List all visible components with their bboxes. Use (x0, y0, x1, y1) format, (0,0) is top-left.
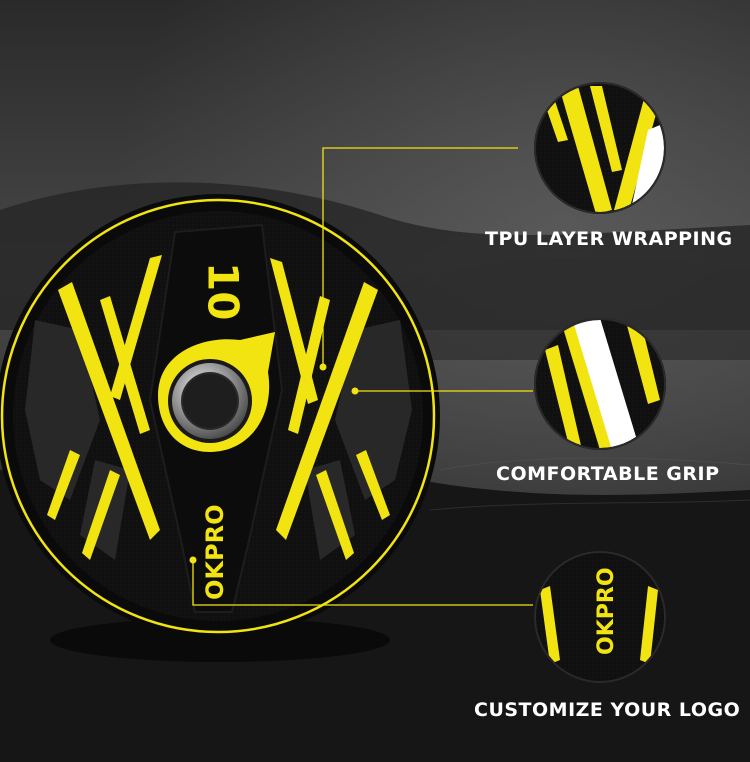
feature-label-tpu: TPU LAYER WRAPPING (485, 228, 733, 250)
callout-lines (192, 147, 533, 606)
callout-dots (189, 363, 359, 564)
logo-detail-brand: OKPRO (594, 567, 619, 655)
callout-line-logo (192, 560, 533, 606)
callout-line-tpu (322, 147, 518, 367)
grip-detail-icon (534, 318, 666, 450)
callout-dot-grip (351, 387, 359, 395)
plate-weight-label: 10 (199, 262, 248, 320)
feature-label-logo: CUSTOMIZE YOUR LOGO (474, 699, 741, 721)
callout-dot-logo (189, 556, 197, 564)
feature-label-grip: COMFORTABLE GRIP (496, 463, 720, 485)
logo-detail-icon: OKPRO (534, 551, 666, 683)
callout-dot-tpu (319, 363, 327, 371)
weight-plate: 10 OKPRO (0, 194, 440, 638)
plate-brand-label: OKPRO (201, 505, 229, 600)
